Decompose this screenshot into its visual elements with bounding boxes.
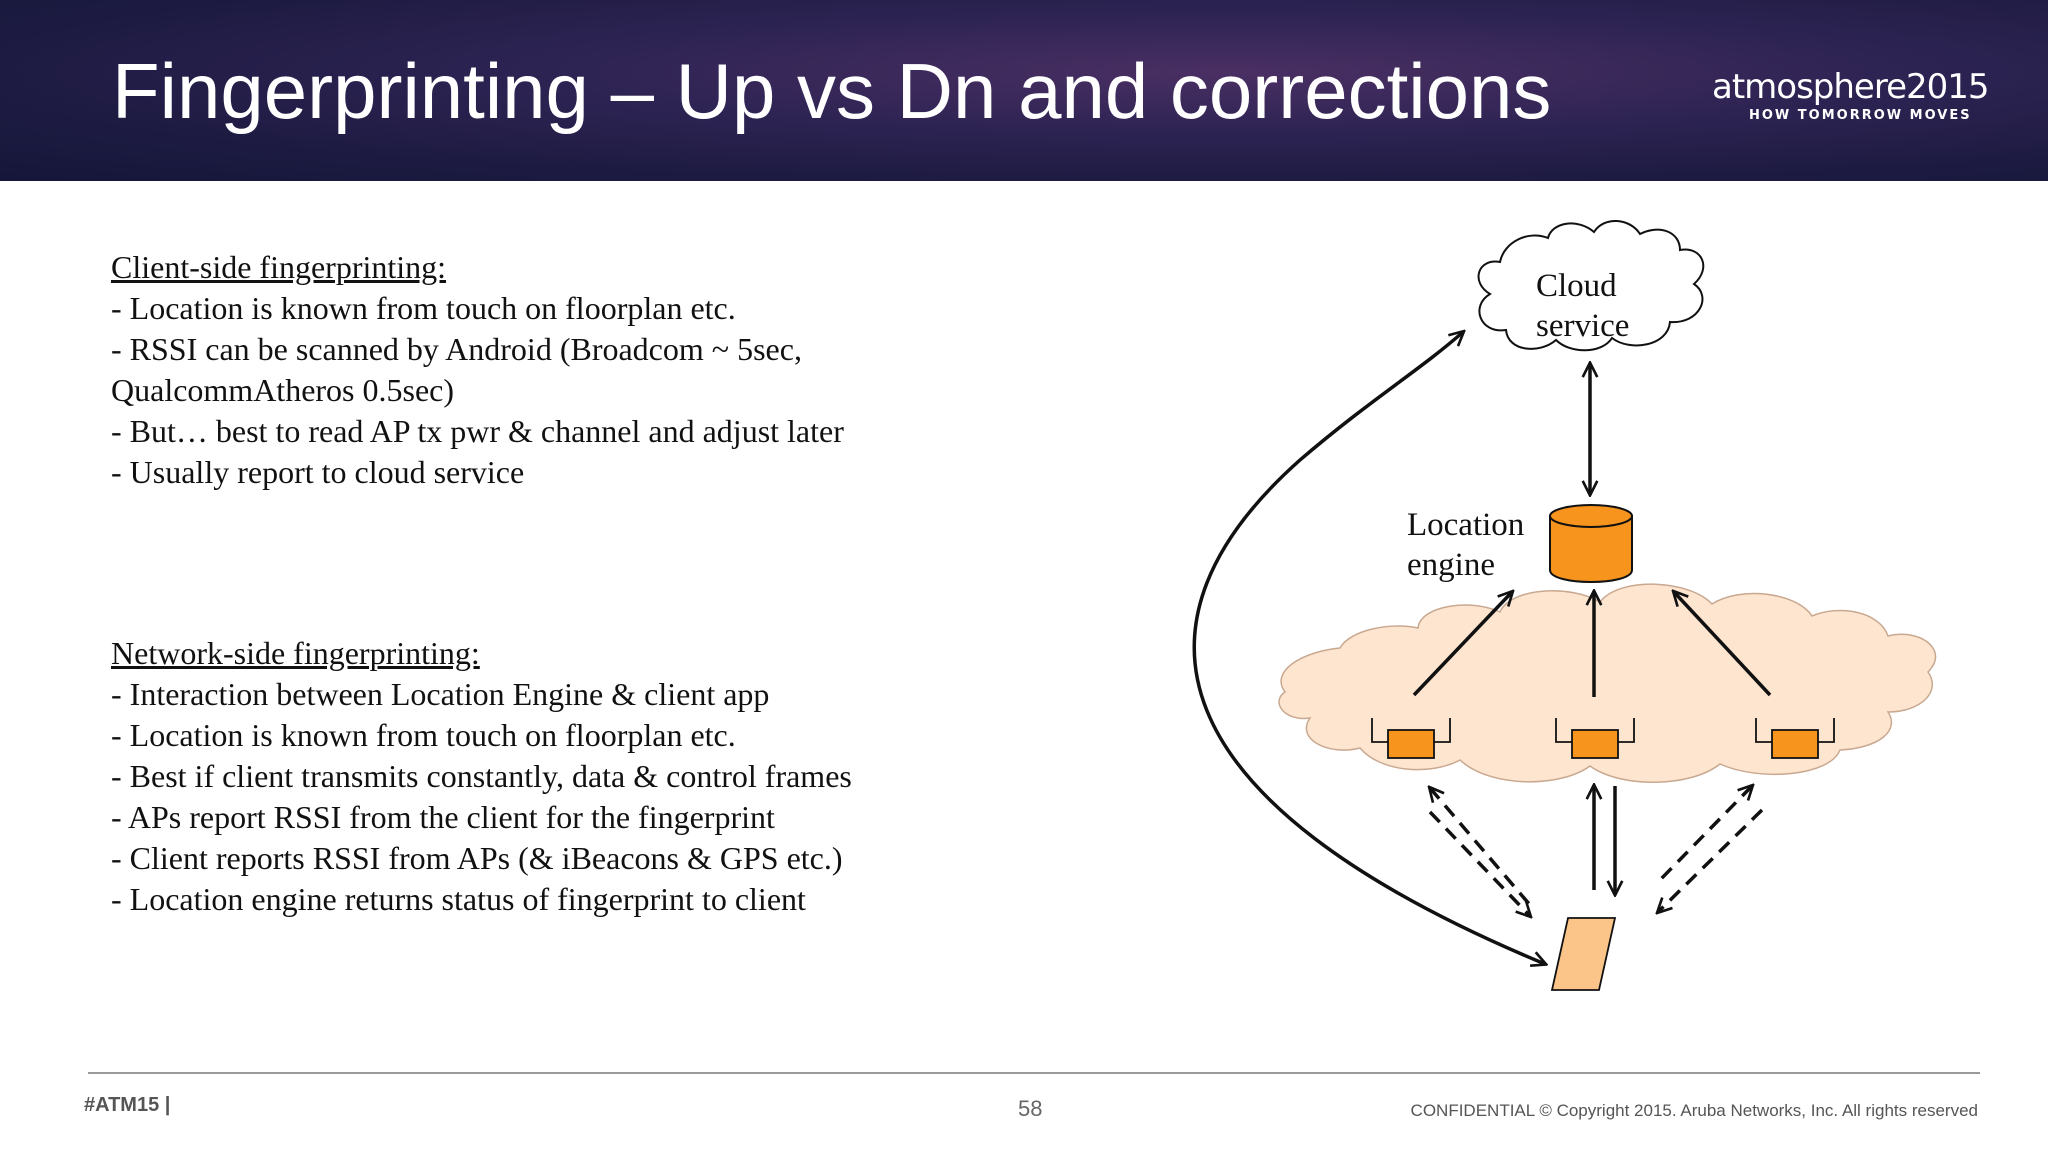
client-side-line: - Usually report to cloud service (111, 454, 525, 490)
title-banner: Fingerprinting – Up vs Dn and correction… (0, 0, 2048, 181)
slide-title: Fingerprinting – Up vs Dn and correction… (112, 47, 1552, 135)
ap-right-to-engine-arrow (1674, 592, 1772, 697)
network-side-heading: Network-side fingerprinting: (111, 635, 480, 671)
client-left-ap-dashed-arrow-2 (1428, 810, 1530, 916)
client-right-ap-dashed-arrow-2 (1658, 808, 1764, 912)
client-side-line: - RSSI can be scanned by Android (Broadc… (111, 331, 802, 367)
client-device (1550, 917, 1617, 991)
logo-tagline: HOW TOMORROW MOVES (1749, 108, 1972, 123)
network-side-line: - Location engine returns status of fing… (111, 881, 806, 917)
network-side-line: - APs report RSSI from the client for th… (111, 799, 775, 835)
client-cloud-curved-arrow (1192, 332, 1545, 964)
client-side-heading: Client-side fingerprinting: (111, 249, 447, 285)
network-side-line: - Location is known from touch on floorp… (111, 717, 736, 753)
client-side-line: - Location is known from touch on floorp… (111, 290, 736, 326)
logo-year: 2015 (1906, 67, 1990, 107)
client-left-ap-dashed-arrow-1 (1430, 788, 1532, 907)
location-engine-label-1: Location (1407, 507, 1524, 543)
atmosphere-logo: atmosphere2015 HOW TOMORROW MOVES (1712, 67, 1990, 123)
client-side-line: QualcommAtheros 0.5sec) (111, 372, 455, 408)
page-number: 58 (1018, 1096, 1043, 1121)
location-engine-label-2: engine (1407, 547, 1495, 583)
access-point-center (1555, 718, 1635, 759)
logo-wordmark: atmosphere (1712, 67, 1907, 107)
client-side-line: - But… best to read AP tx pwr & channel … (111, 413, 844, 449)
location-engine-database (1549, 504, 1633, 583)
access-point-right (1755, 718, 1835, 759)
footer-divider (88, 1072, 1980, 1074)
network-side-line: - Interaction between Location Engine & … (111, 676, 770, 712)
cloud-service-label-1: Cloud (1536, 268, 1617, 304)
cloud-service-label-2: service (1536, 308, 1629, 344)
network-side-line: - Best if client transmits constantly, d… (111, 758, 852, 794)
footer-hashtag: #ATM15 | (84, 1094, 171, 1116)
client-side-section: Client-side fingerprinting: - Location i… (111, 247, 844, 493)
footer-copyright: CONFIDENTIAL © Copyright 2015. Aruba Net… (1410, 1101, 1978, 1120)
network-side-section: Network-side fingerprinting: - Interacti… (111, 633, 852, 920)
network-side-line: - Client reports RSSI from APs (& iBeaco… (111, 840, 843, 876)
